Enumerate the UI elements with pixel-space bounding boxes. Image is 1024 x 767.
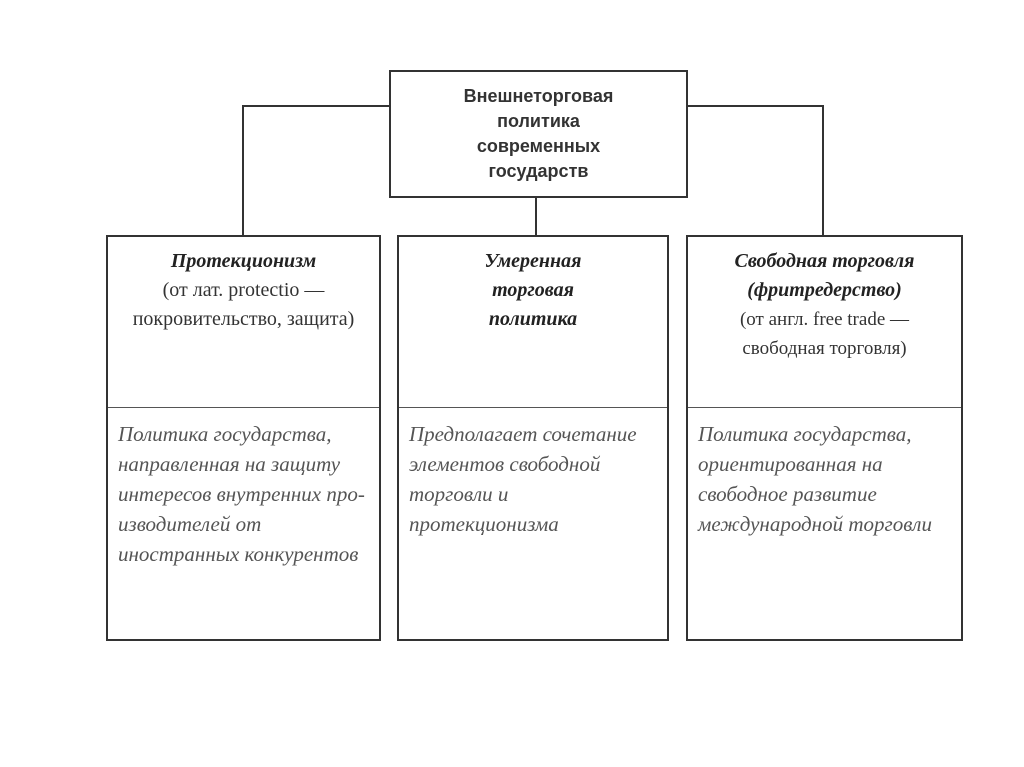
column-description: Предполагает соче­тание элементов свобод… <box>409 422 637 536</box>
connector-right-v <box>822 105 824 235</box>
column-description: Политика государ­ства, направленная на з… <box>118 422 365 566</box>
column-title: Умеренная торговая политика <box>484 250 582 330</box>
column-header: Протекционизм (от лат. protectio — покров… <box>108 237 379 408</box>
connector-left-h <box>243 105 389 107</box>
column-note: (от лат. protectio — покровительство, за… <box>132 279 355 330</box>
connector-left-v <box>242 105 244 235</box>
column-free-trade: Свободная торговля (фритредерство) (от ан… <box>686 235 963 641</box>
root-box: Внешнеторговая политика современных госу… <box>389 70 688 198</box>
connector-center-v <box>535 197 537 235</box>
column-protectionism: Протекционизм (от лат. protectio — покров… <box>106 235 381 641</box>
column-description: Политика государ­ства, ориентиро­ванная … <box>698 422 932 536</box>
connector-right-h <box>687 105 824 107</box>
column-note: (от англ. free trade — свободная торговл… <box>739 309 910 359</box>
column-title: Протекционизм <box>170 250 317 272</box>
root-title: Внешнеторговая политика современных госу… <box>463 86 614 181</box>
column-header: Свободная торговля (фритредерство) (от ан… <box>688 237 961 408</box>
column-title: Свободная торговля (фритредерство) <box>734 250 915 301</box>
column-moderate: Умеренная торговая политика Предполагает… <box>397 235 669 641</box>
column-header: Умеренная торговая политика <box>399 237 667 408</box>
